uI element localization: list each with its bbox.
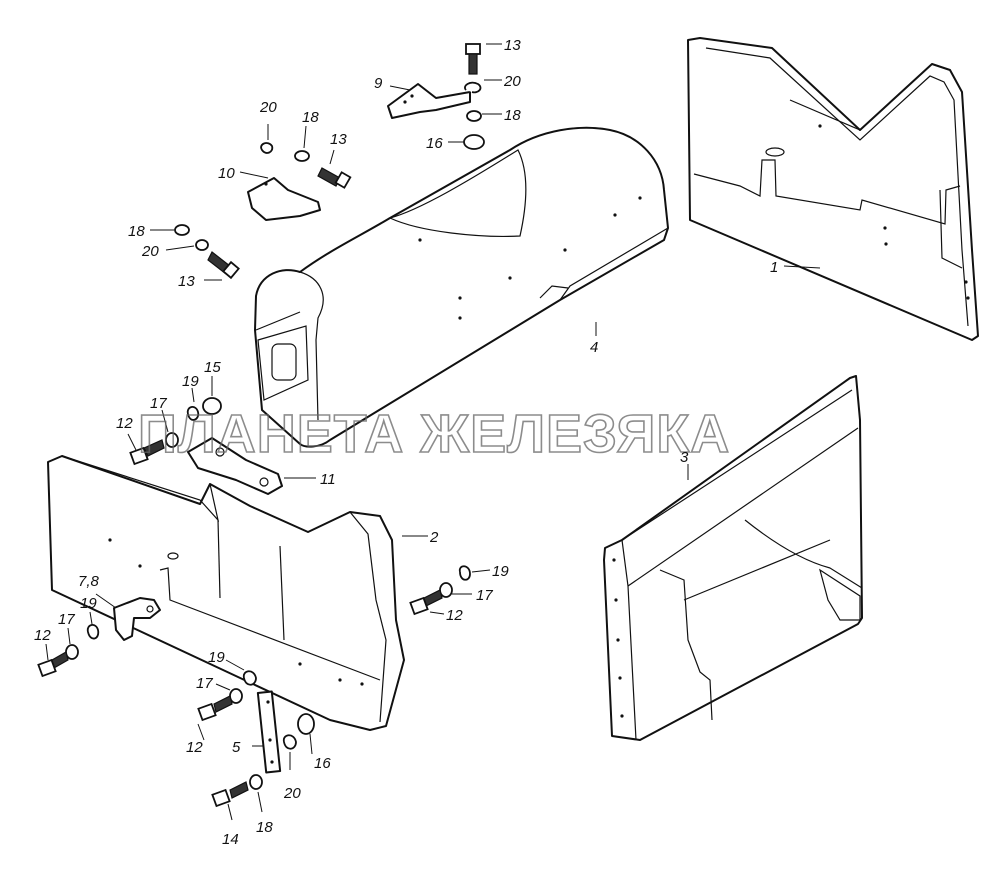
- part-10-bracket: [247, 177, 321, 221]
- callout-18: 18: [256, 819, 273, 836]
- callout-18: 18: [504, 107, 521, 124]
- callout-11: 11: [320, 471, 336, 488]
- callout-17: 17: [476, 587, 493, 604]
- part-2-frame-bracket: [47, 455, 405, 731]
- callout-16: 16: [426, 135, 443, 152]
- callout-12: 12: [116, 415, 133, 432]
- callout-13: 13: [330, 131, 347, 148]
- callout-9: 9: [374, 75, 383, 92]
- callout-12: 12: [446, 607, 463, 624]
- callout-14: 14: [222, 831, 239, 848]
- callout-1: 1: [770, 259, 778, 276]
- part-9-bracket: [387, 83, 471, 119]
- callout-19: 19: [492, 563, 509, 580]
- part-11-bracket: [187, 437, 283, 495]
- leader-lines: [45, 43, 821, 821]
- fasteners: [37, 43, 485, 808]
- callout-16: 16: [314, 755, 331, 772]
- callout-17: 17: [196, 675, 213, 692]
- callout-17: 17: [150, 395, 167, 412]
- callout-19: 19: [182, 373, 199, 390]
- callout-2: 2: [429, 529, 439, 546]
- callout-12: 12: [186, 739, 203, 756]
- part-5-strap: [256, 690, 282, 774]
- callout-15: 15: [204, 359, 221, 376]
- part-7-8-bracket: [113, 597, 161, 641]
- part-4-battery-cover: [254, 126, 669, 448]
- callout-20: 20: [503, 73, 521, 90]
- callout-12: 12: [34, 627, 51, 644]
- callout-13: 13: [178, 273, 195, 290]
- watermark-text: ПЛАНЕТА ЖЕЛЕЗЯКА: [138, 404, 730, 464]
- callout-18: 18: [128, 223, 145, 240]
- callout-20: 20: [259, 99, 277, 116]
- callout-19: 19: [208, 649, 225, 666]
- callout-13: 13: [504, 37, 521, 54]
- callout-20: 20: [141, 243, 159, 260]
- callout-17: 17: [58, 611, 75, 628]
- callout-18: 18: [302, 109, 319, 126]
- part-1-rear-panel: [687, 37, 979, 341]
- callout-7-8: 7,8: [78, 573, 100, 590]
- part-3-side-panel: [603, 375, 863, 741]
- callout-20: 20: [283, 785, 301, 802]
- callout-19: 19: [80, 595, 97, 612]
- callout-3: 3: [680, 449, 689, 466]
- callout-5: 5: [232, 739, 241, 756]
- callout-10: 10: [218, 165, 235, 182]
- callout-labels: 13 20 9 18 16 20 18 13 10 18 20 13 1 4 1…: [34, 37, 778, 848]
- callout-4: 4: [590, 339, 598, 356]
